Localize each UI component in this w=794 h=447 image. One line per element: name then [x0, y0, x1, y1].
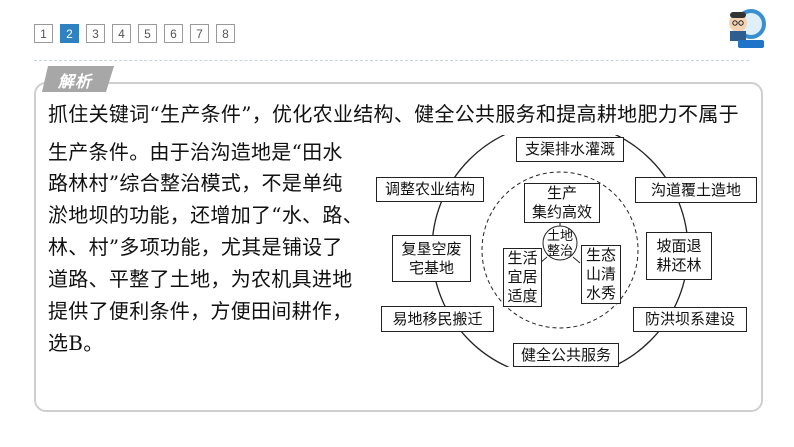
page-button-2[interactable]: 2 [60, 24, 79, 43]
diagram-node-reforest: 坡面退 耕还林 [646, 232, 712, 280]
explanation-line-1: 抓住关键词“生产条件”，优化农业结构、健全公共服务和提高耕地肥力不属于 [48, 102, 739, 126]
center-circle [542, 225, 578, 261]
diagram-center-label: 土地 整治 [546, 229, 573, 259]
diagram-node-flood-dam: 防洪坝系建设 [633, 307, 747, 332]
page-button-1[interactable]: 1 [34, 24, 53, 43]
page-button-6[interactable]: 6 [164, 24, 183, 43]
inner-dashed-circle [481, 171, 639, 329]
diagram-node-relocation: 易地移民搬迁 [381, 306, 494, 332]
page-button-7[interactable]: 7 [190, 24, 209, 43]
explanation-line-8: 选B。 [48, 331, 104, 355]
explanation-line-6: 道路、平整了土地，为农机具进地 [48, 267, 353, 291]
page-button-5[interactable]: 5 [138, 24, 157, 43]
explanation-line-2: 生产条件。由于治沟造地是“田水 [48, 140, 343, 164]
diagram-inner-production: 生产 集约高效 [524, 183, 600, 223]
explanation-line-4: 淤地坝的功能，还增加了“水、路、 [48, 203, 364, 227]
diagram-node-gully-land: 沟道覆土造地 [635, 177, 757, 203]
diagram-node-homestead: 复垦空废 宅基地 [392, 235, 471, 282]
explanation-tag-label: 解析 [58, 72, 93, 91]
mascot-logo-icon [729, 9, 766, 48]
page-pager: 1 2 3 4 5 6 7 8 [34, 24, 235, 43]
diagram-node-agri-structure: 调整农业结构 [376, 177, 484, 202]
page-button-3[interactable]: 3 [86, 24, 105, 43]
tag-badge-shape [42, 66, 114, 92]
land-remediation-diagram: 支渠排水灌溉 沟道覆土造地 坡面退 耕还林 防洪坝系建设 健全公共服务 易地移民… [370, 135, 760, 367]
diagram-node-drainage: 支渠排水灌溉 [516, 137, 624, 162]
explanation-line-3: 路林村”综合整治模式，不是单纯 [48, 171, 343, 195]
header-divider [34, 60, 749, 61]
explanation-line-5: 林、村”多项功能，尤其是铺设了 [48, 235, 343, 259]
page-button-4[interactable]: 4 [112, 24, 131, 43]
explanation-line-7: 提供了便利条件，方便田间耕作， [48, 299, 353, 323]
diagram-node-public-service: 健全公共服务 [513, 343, 619, 367]
diagram-inner-ecology: 生态 山清 水秀 [581, 245, 621, 304]
diagram-inner-living: 生活 宜居 适度 [503, 248, 542, 307]
connector-line [572, 256, 581, 264]
page-button-8[interactable]: 8 [216, 24, 235, 43]
